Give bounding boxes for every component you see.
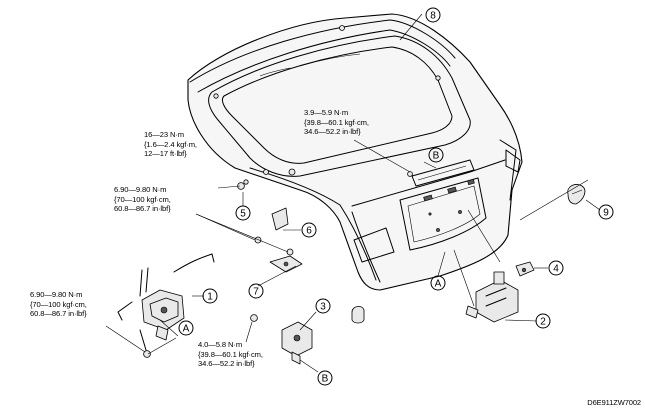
part-5-bolt (237, 179, 249, 190)
callout-3: 3 (315, 298, 331, 314)
latch-assembly (117, 253, 215, 358)
part-7-clip (269, 255, 303, 273)
svg-text:A: A (435, 279, 442, 290)
torque-spec-line: 4.0—5.8 N·m (198, 340, 243, 349)
part-9-bumper (519, 179, 589, 221)
reference-a-panel: A (430, 275, 446, 291)
svg-text:6: 6 (306, 226, 312, 237)
svg-text:B: B (433, 151, 440, 162)
torque-spec-line: 6.90—9.80 N·m (114, 185, 167, 194)
svg-text:3: 3 (320, 302, 326, 313)
torque-spec-latch: 6.90—9.80 N·m {70—100 kgf·cm, 60.8—86.7 … (30, 290, 87, 319)
figure-code: D6E911ZW7002 (587, 398, 641, 407)
callout-1: 1 (202, 288, 218, 304)
torque-spec-line: {70—100 kgf·cm, (114, 194, 171, 204)
callout-7: 7 (248, 283, 264, 299)
torque-spec-part-6: 6.90—9.80 N·m {70—100 kgf·cm, 60.8—86.7 … (114, 185, 171, 214)
part-3-bracket (250, 314, 313, 365)
callout-4: 4 (548, 260, 564, 276)
torque-spec-line: {39.8—60.1 kgf·cm, (304, 117, 369, 127)
svg-text:9: 9 (603, 208, 609, 219)
reference-b-panel: B (428, 147, 444, 163)
svg-text:4: 4 (553, 264, 559, 275)
torque-spec-line: 16—23 N·m (144, 130, 185, 139)
torque-spec-line: 6.90—9.80 N·m (30, 290, 83, 299)
part-6-bracket-bolts (254, 207, 294, 256)
reference-b-part3: B (317, 370, 333, 386)
svg-text:5: 5 (240, 209, 246, 220)
torque-spec-line: {1.6—2.4 kgf·m, (144, 139, 197, 149)
torque-spec-line: {39.8—60.1 kgf·cm, (198, 349, 263, 359)
torque-spec-line: 3.9—5.9 N·m (304, 108, 349, 117)
svg-text:1: 1 (207, 292, 213, 303)
torque-spec-line: 34.6—52.2 in·lbf} (304, 127, 361, 137)
part-4-fastener (515, 261, 535, 277)
callout-8: 8 (425, 7, 441, 23)
callout-5: 5 (235, 205, 251, 221)
part-2-lock-actuator (465, 271, 519, 323)
svg-text:7: 7 (253, 287, 259, 298)
svg-text:B: B (322, 374, 329, 385)
callout-2: 2 (535, 313, 551, 329)
torque-spec-part-5: 16—23 N·m {1.6—2.4 kgf·m, 12—17 ft·lbf} (144, 130, 197, 159)
torque-spec-top: 3.9—5.9 N·m {39.8—60.1 kgf·cm, 34.6—52.2… (304, 108, 369, 137)
svg-text:A: A (183, 324, 190, 335)
reference-a-latch: A (178, 320, 194, 336)
torque-spec-line: 34.6—52.2 in·lbf} (198, 359, 255, 369)
svg-text:8: 8 (430, 11, 436, 22)
callout-6: 6 (301, 222, 317, 238)
torque-spec-part-3: 4.0—5.8 N·m {39.8—60.1 kgf·cm, 34.6—52.2… (198, 340, 263, 369)
torque-spec-line: 60.8—86.7 in·lbf} (30, 309, 87, 319)
bumper-stop (351, 306, 365, 324)
leader-lines (105, 13, 601, 373)
svg-text:2: 2 (540, 317, 546, 328)
torque-spec-line: 60.8—86.7 in·lbf} (114, 204, 171, 214)
torque-spec-line: 12—17 ft·lbf} (144, 149, 187, 159)
liftgate-panel (187, 13, 523, 291)
torque-spec-line: {70—100 kgf·cm, (30, 299, 87, 309)
callout-9: 9 (598, 204, 614, 220)
